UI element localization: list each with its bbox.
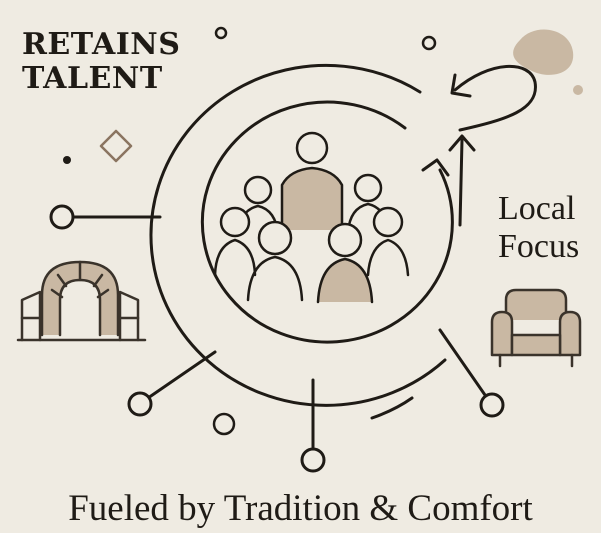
local-focus-label: Local Focus	[498, 190, 579, 266]
stone-arch-icon	[16, 260, 147, 342]
decorative-dot	[63, 156, 71, 164]
spoke-bottom-right	[438, 328, 505, 418]
spoke-bottom	[300, 378, 326, 473]
outer-ring-fragment	[370, 396, 414, 420]
inner-ring	[200, 100, 454, 344]
title: RETAINS TALENT	[22, 28, 180, 96]
right-arrow-head	[448, 134, 476, 152]
inner-arrow	[421, 158, 450, 177]
caption: Fueled by Tradition & Comfort	[68, 488, 533, 529]
side-label-line-1: Local	[498, 190, 576, 227]
title-line-2: TALENT	[22, 61, 163, 96]
spoke-left	[49, 204, 162, 230]
spoke-bottom-left	[127, 350, 217, 417]
right-arrow	[458, 138, 464, 227]
return-arrow-head	[450, 73, 472, 98]
decorative-dot	[573, 85, 583, 95]
title-line-1: RETAINS	[22, 27, 181, 62]
people-group-icon	[213, 131, 410, 304]
return-arrow	[453, 64, 537, 132]
side-label-line-2: Focus	[498, 228, 580, 265]
diamond-icon	[99, 129, 133, 163]
outer-ring	[149, 63, 447, 407]
decorative-circle-small	[214, 26, 228, 40]
decorative-blob	[513, 29, 574, 75]
decorative-circle-small	[212, 412, 236, 436]
armchair-icon	[490, 288, 582, 368]
decorative-circle-small	[421, 35, 437, 51]
